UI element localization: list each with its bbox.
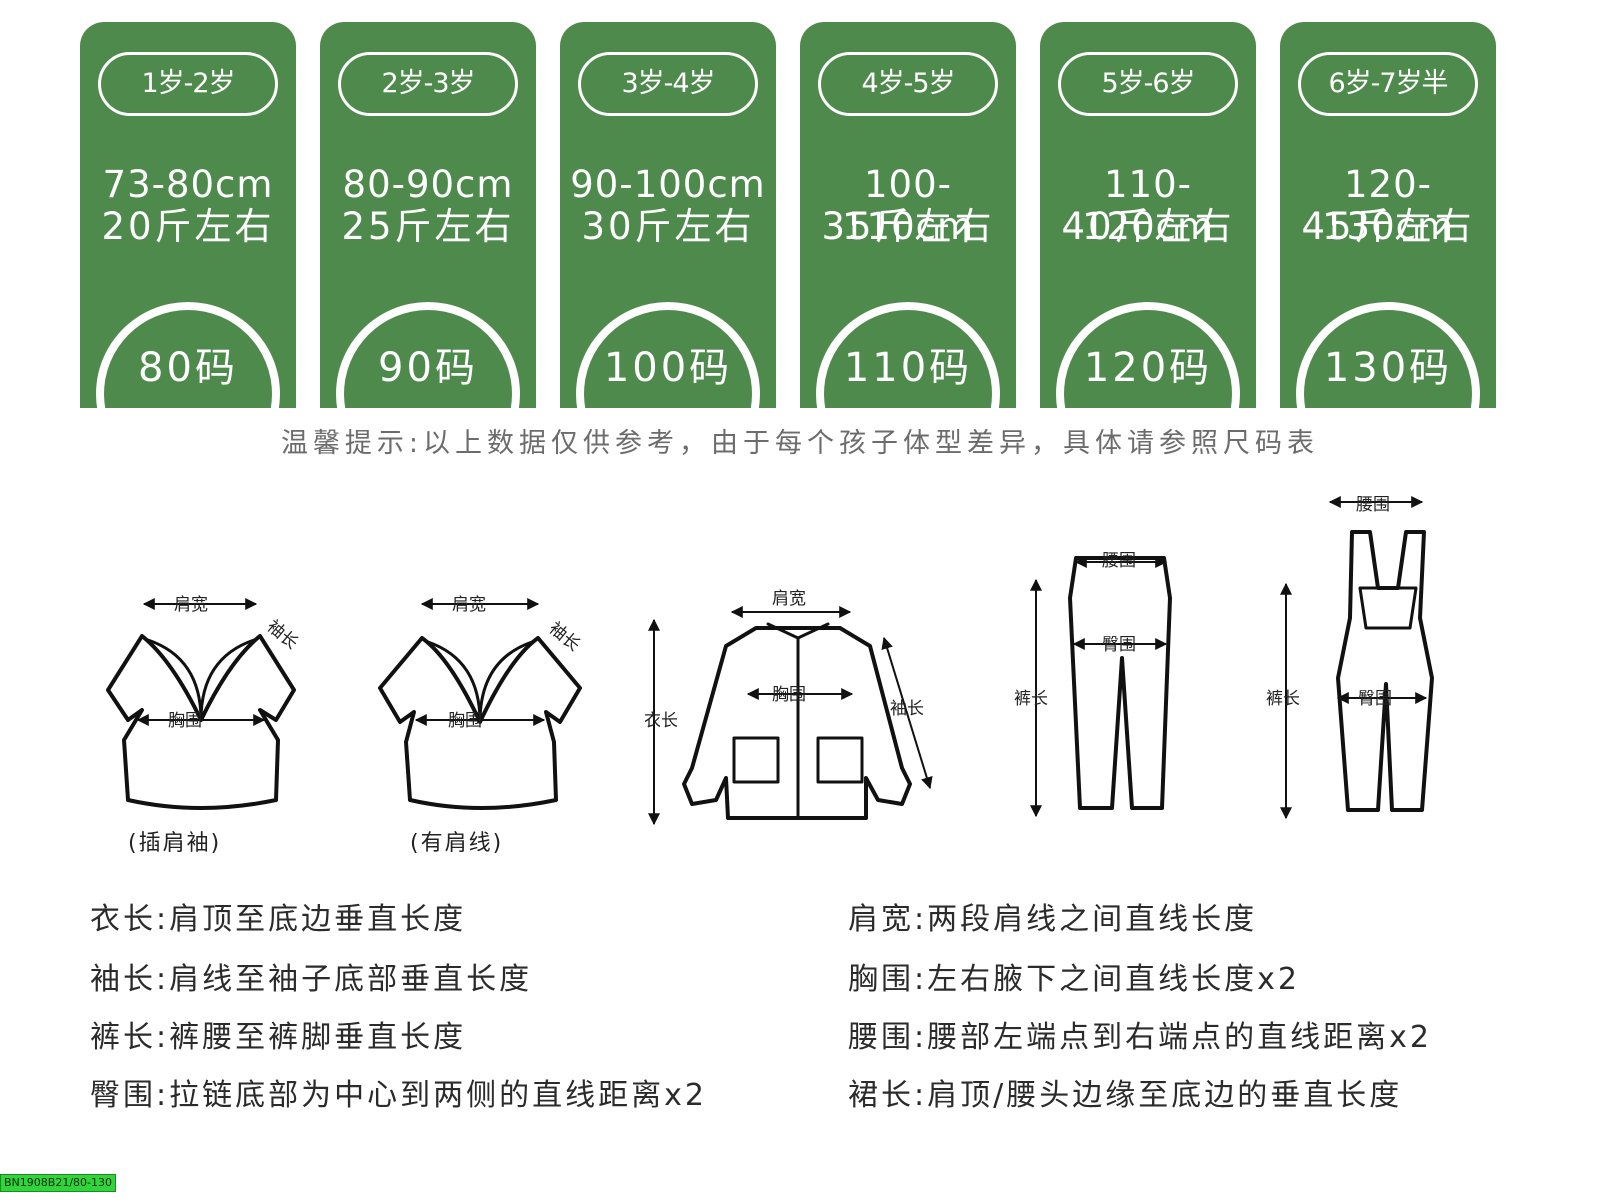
measurement-diagrams: 肩宽 胸围 袖长 肩宽 胸围 袖长 肩宽 胸围 衣长 袖长 腰围 臀围 裤长 腰…	[80, 488, 1540, 878]
label-length-jacket: 衣长	[644, 711, 678, 731]
label-shoulder-1: 肩宽	[174, 595, 208, 615]
definition-item: 胸围:左右腋下之间直线长度x2	[848, 962, 1300, 997]
label-length-overalls: 裤长	[1266, 689, 1300, 709]
weight-range: 25斤左右	[341, 205, 515, 248]
label-sleeve-jacket: 袖长	[890, 699, 924, 719]
definition-item: 袖长:肩线至袖子底部垂直长度	[90, 962, 533, 997]
definition-item: 裤长:裤腰至裤脚垂直长度	[90, 1020, 467, 1055]
height-range: 80-90cm	[342, 163, 514, 206]
size-card-130: 6岁-7岁半 120-130cm 45斤左右 130码	[1280, 22, 1496, 420]
label-chest-jacket: 胸围	[772, 685, 806, 705]
size-card-110: 4岁-5岁 100-110cm 35斤左右 110码	[800, 22, 1016, 420]
label-length-pants: 裤长	[1014, 689, 1048, 709]
weight-range: 30斤左右	[581, 205, 755, 248]
seam-tshirt-outline	[378, 636, 582, 810]
size-code: 130码	[1323, 345, 1453, 391]
height-range: 90-100cm	[570, 163, 766, 206]
caption-seam: (有肩线)	[410, 831, 503, 856]
size-card-120: 5岁-6岁 110-120cm 40斤左右 120码	[1040, 22, 1256, 420]
label-chest-2: 胸围	[448, 711, 482, 731]
definition-item: 裙长:肩顶/腰头边缘至底边的垂直长度	[848, 1078, 1403, 1113]
label-hip-pants: 臀围	[1102, 635, 1136, 655]
size-code: 80码	[138, 345, 238, 391]
measurement-definitions: 衣长:肩顶至底边垂直长度 袖长:肩线至袖子底部垂直长度 裤长:裤腰至裤脚垂直长度…	[0, 890, 1600, 1130]
label-shoulder-2: 肩宽	[452, 595, 486, 615]
size-code: 120码	[1083, 345, 1213, 391]
age-range-pill: 4岁-5岁	[818, 52, 998, 116]
height-range: 120-130cm	[1321, 163, 1454, 248]
definition-item: 臀围:拉链底部为中心到两侧的直线距离x2	[90, 1078, 707, 1113]
definition-item: 衣长:肩顶至底边垂直长度	[90, 902, 467, 937]
definition-item: 腰围:腰部左端点到右端点的直线距离x2	[848, 1020, 1432, 1055]
size-tip: 温馨提示:以上数据仅供参考，由于每个孩子体型差异，具体请参照尺码表	[280, 428, 1320, 459]
size-card-90: 2岁-3岁 80-90cm 25斤左右 90码	[320, 22, 536, 420]
age-range-pill: 6岁-7岁半	[1298, 52, 1478, 116]
label-waist-overalls: 腰围	[1356, 495, 1390, 515]
height-range: 100-110cm	[841, 163, 974, 248]
weight-range: 40斤左右	[1061, 205, 1235, 248]
size-card-100: 3岁-4岁 90-100cm 30斤左右 100码	[560, 22, 776, 420]
label-chest-1: 胸围	[168, 711, 202, 731]
product-code-tag: BN1908B21/80-130	[0, 1174, 116, 1192]
height-range: 73-80cm	[102, 163, 274, 206]
definition-item: 肩宽:两段肩线之间直线长度	[848, 902, 1258, 937]
weight-range: 20斤左右	[101, 205, 275, 248]
age-range-pill: 2岁-3岁	[338, 52, 518, 116]
caption-raglan: (插肩袖)	[128, 831, 221, 856]
size-cards: 1岁-2岁 73-80cm 20斤左右 80码 2岁-3岁 80-90cm 25…	[0, 0, 1600, 422]
garment-diagrams-svg: 肩宽 胸围 袖长 肩宽 胸围 袖长 肩宽 胸围 衣长 袖长 腰围 臀围 裤长 腰…	[106, 495, 1434, 856]
age-range-pill: 3岁-4岁	[578, 52, 758, 116]
size-code: 90码	[378, 345, 478, 391]
raglan-tshirt-outline	[106, 634, 296, 810]
size-card-80: 1岁-2岁 73-80cm 20斤左右 80码	[80, 22, 296, 420]
label-hip-overalls: 臀围	[1358, 689, 1392, 709]
weight-range: 45斤左右	[1301, 205, 1475, 248]
size-code: 100码	[603, 345, 733, 391]
height-range: 110-120cm	[1081, 163, 1214, 248]
label-shoulder-jacket: 肩宽	[772, 589, 806, 609]
size-code: 110码	[843, 345, 973, 391]
overalls-outline	[1336, 530, 1434, 812]
pants-outline	[1068, 556, 1172, 810]
label-waist-pants: 腰围	[1102, 551, 1136, 571]
age-range-pill: 5岁-6岁	[1058, 52, 1238, 116]
weight-range: 35斤左右	[821, 205, 995, 248]
age-range-pill: 1岁-2岁	[98, 52, 278, 116]
